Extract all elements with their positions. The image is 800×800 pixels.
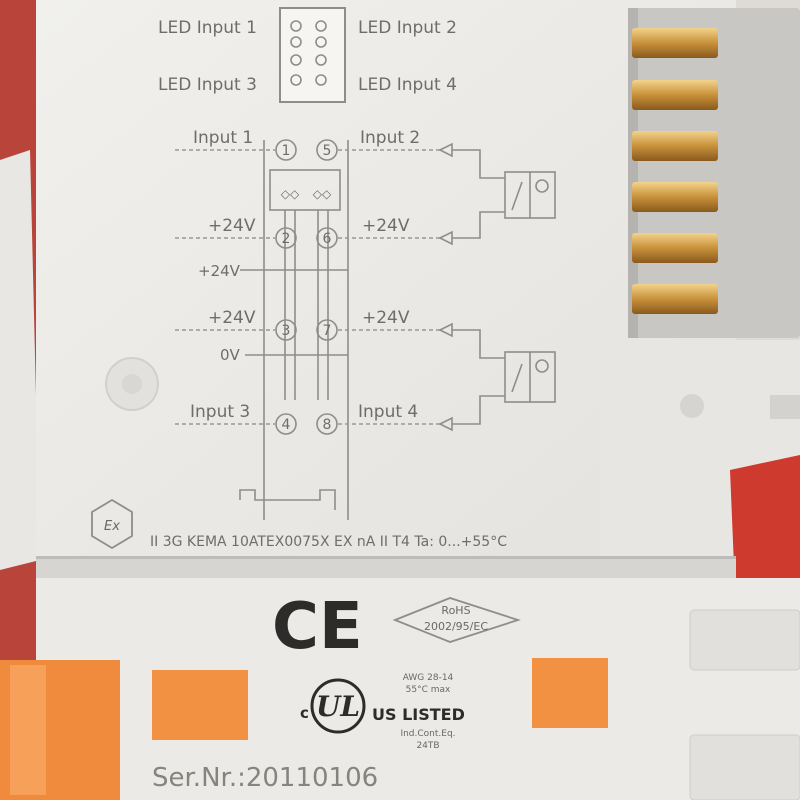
- contact-panel-edge: [628, 8, 638, 338]
- led-dots: [290, 20, 327, 86]
- contact-2: [632, 80, 718, 110]
- left-housing-edge: [0, 150, 40, 570]
- led-input-3-label: LED Input 3: [158, 75, 257, 95]
- plus24v-mid-label: +24V: [198, 262, 241, 280]
- svg-text:UL: UL: [316, 690, 360, 723]
- input-2-label: Input 2: [360, 128, 420, 148]
- terminal-5: 5: [323, 143, 332, 159]
- svg-text:◇◇: ◇◇: [281, 187, 300, 201]
- housing-recess-center: [122, 374, 142, 394]
- contact-5: [632, 233, 718, 263]
- right-notch: [770, 395, 800, 419]
- terminal-7: 7: [323, 323, 332, 339]
- plus24v-right-top-label: +24V: [362, 216, 410, 236]
- svg-text:RoHS: RoHS: [441, 604, 470, 617]
- contact-3: [632, 131, 718, 161]
- right-hole: [680, 394, 704, 418]
- led-window: [279, 7, 346, 103]
- orange-lever-highlight: [10, 665, 46, 795]
- input-3-label: Input 3: [190, 402, 250, 422]
- housing-seam-line: [36, 556, 736, 559]
- terminal-4: 4: [282, 417, 291, 433]
- orange-release-left[interactable]: [152, 670, 248, 740]
- input-4-label: Input 4: [358, 402, 418, 422]
- contact-4: [632, 182, 718, 212]
- lower-right-slot-2: [689, 734, 800, 800]
- zero-v-label: 0V: [220, 346, 241, 364]
- input-1-label: Input 1: [193, 128, 253, 148]
- contact-1: [632, 28, 718, 58]
- svg-text:US LISTED: US LISTED: [372, 705, 465, 724]
- terminal-6: 6: [323, 231, 332, 247]
- temp-rating: 55°C max: [406, 685, 451, 695]
- ce-mark: CE: [272, 590, 363, 664]
- atex-marking: II 3G KEMA 10ATEX0075X EX nA II T4 Ta: 0…: [150, 534, 507, 550]
- terminal-3: 3: [282, 323, 291, 339]
- svg-text:2002/95/EC: 2002/95/EC: [424, 620, 488, 633]
- awg-rating: AWG 28-14: [403, 673, 454, 683]
- serial-number: Ser.Nr.:20110106: [152, 763, 378, 793]
- led-input-4-label: LED Input 4: [358, 75, 457, 95]
- svg-text:◇◇: ◇◇: [313, 187, 332, 201]
- plus24v-left-top-label: +24V: [208, 216, 256, 236]
- plus24v-right-bottom-label: +24V: [362, 308, 410, 328]
- terminal-1: 1: [282, 143, 291, 159]
- led-input-2-label: LED Input 2: [358, 18, 457, 38]
- right-red-tab: [730, 455, 800, 600]
- terminal-points: [275, 139, 338, 435]
- gold-contacts: [632, 28, 718, 314]
- orange-release-right[interactable]: [532, 658, 608, 728]
- housing-seam: [36, 556, 736, 578]
- rohs-badge: RoHS 2002/95/EC: [392, 597, 521, 643]
- svg-text:Ex: Ex: [104, 519, 120, 534]
- terminal-8: 8: [323, 417, 332, 433]
- lower-right-slot: [689, 609, 800, 671]
- ul-listing: c UL US LISTED: [300, 678, 465, 734]
- plus24v-left-bottom-label: +24V: [208, 308, 256, 328]
- ex-symbol: Ex: [91, 498, 133, 550]
- terminal-2: 2: [282, 231, 291, 247]
- led-input-1-label: LED Input 1: [158, 18, 257, 38]
- contact-6: [632, 284, 718, 314]
- svg-text:c: c: [300, 704, 309, 722]
- ind-cont-eq: Ind.Cont.Eq.: [400, 729, 455, 739]
- ind-cont-code: 24TB: [416, 741, 439, 751]
